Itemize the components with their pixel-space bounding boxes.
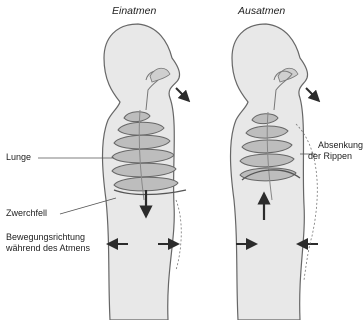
inhale-title: Einatmen [112, 6, 156, 17]
lung-label: Lunge [6, 152, 31, 163]
ribs-label-line1: Absenkung [318, 140, 363, 151]
exhale-figure [231, 24, 319, 320]
inhale-air-arrow [176, 88, 186, 98]
ribs-label-line2: der Rippen [308, 151, 352, 162]
inhale-figure [103, 24, 187, 320]
movement-label-line1: Bewegungsrichtung [6, 232, 85, 243]
inhale-expansion-outline [176, 200, 181, 270]
exhale-air-arrow [306, 88, 316, 98]
exhale-title: Ausatmen [238, 6, 285, 17]
movement-label-line2: während des Atmens [6, 243, 90, 254]
diaphragm-label: Zwerchfell [6, 208, 47, 219]
